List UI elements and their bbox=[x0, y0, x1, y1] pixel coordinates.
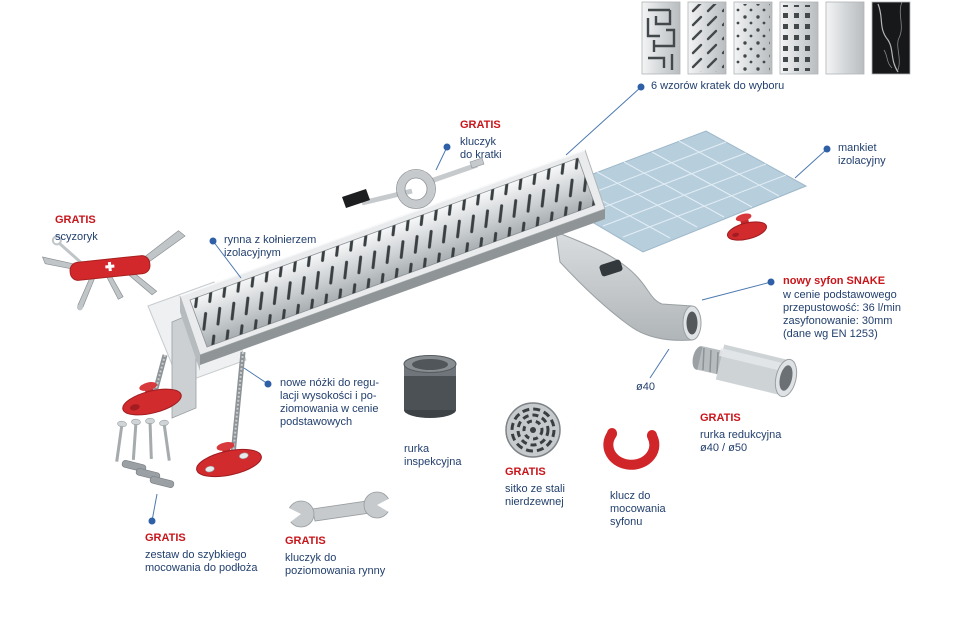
inspection-tube-image bbox=[403, 355, 457, 418]
callout-syphon-wrench: klucz do mocowania syfonu bbox=[610, 490, 666, 529]
gratis-badge: GRATIS bbox=[505, 466, 546, 478]
strainer-label: sitko ze stali nierdzewnej bbox=[505, 483, 565, 508]
grate-patterns-label: 6 wzorów kratek do wyboru bbox=[651, 80, 785, 92]
callout-inspection-tube: rurka inspekcyjna bbox=[404, 443, 461, 469]
syphon-wrench-image bbox=[603, 428, 660, 470]
callout-mounting-set: GRATIS zestaw do szybkiego mocowania do … bbox=[145, 532, 258, 575]
gratis-badge: GRATIS bbox=[285, 535, 326, 547]
pocket-knife-image bbox=[41, 230, 186, 311]
feet-label: nowe nóżki do regu- lacji wysokości i po… bbox=[280, 377, 380, 428]
callout-grate-key: GRATIS kluczyk do kratki bbox=[460, 119, 502, 162]
callout-diameter: ø40 bbox=[636, 381, 655, 394]
callout-leveling-wrench: GRATIS kluczyk do poziomowania rynny bbox=[285, 535, 385, 578]
callout-dot bbox=[443, 143, 451, 151]
grate-pattern-diagonal-slots bbox=[687, 1, 727, 75]
grate-pattern-dots bbox=[733, 1, 773, 75]
grate-slots bbox=[190, 158, 595, 347]
gratis-badge: GRATIS bbox=[460, 119, 501, 131]
callout-feet: nowe nóżki do regu- lacji wysokości i po… bbox=[280, 377, 379, 429]
gratis-badge: GRATIS bbox=[55, 214, 96, 226]
callout-mankiet: mankiet izolacyjny bbox=[838, 142, 886, 168]
callout-syphon: nowy syfon SNAKE w cenie podstawowego pr… bbox=[783, 275, 901, 341]
inspection-tube-label: rurka inspekcyjna bbox=[404, 443, 462, 468]
syphon-wrench-label: klucz do mocowania syfonu bbox=[610, 490, 666, 528]
grate-key-label: kluczyk do kratki bbox=[460, 136, 502, 161]
leveling-wrench-image bbox=[283, 491, 397, 528]
reducer-tube-image bbox=[692, 344, 798, 398]
callout-dot bbox=[767, 278, 775, 286]
callout-dot bbox=[823, 145, 831, 153]
reducer-label: rurka redukcyjna ø40 / ø50 bbox=[700, 429, 782, 454]
grate-pattern-maze bbox=[641, 1, 681, 75]
callout-dot bbox=[209, 237, 217, 245]
grate-pattern-squares bbox=[779, 1, 819, 75]
callout-strainer: GRATIS sitko ze stali nierdzewnej bbox=[505, 466, 565, 509]
callout-dots bbox=[148, 83, 831, 525]
grate-pattern-thumbnails bbox=[641, 1, 911, 75]
strainer-image bbox=[505, 402, 561, 458]
mounting-set-image bbox=[115, 417, 175, 489]
callout-dot bbox=[264, 380, 272, 388]
height-adjust-feet bbox=[122, 311, 262, 478]
leveling-foot bbox=[726, 213, 768, 241]
syphon bbox=[555, 231, 702, 341]
gratis-badge: GRATIS bbox=[145, 532, 186, 544]
syphon-title: nowy syfon SNAKE bbox=[783, 275, 886, 287]
callout-reducer: GRATIS rurka redukcyjna ø40 / ø50 bbox=[700, 412, 781, 455]
channel-label: rynna z kołnierzem izolacyjnym bbox=[224, 234, 317, 259]
grate-key-image bbox=[342, 157, 485, 209]
syphon-body: w cenie podstawowego przepustowość: 36 l… bbox=[783, 289, 901, 340]
mankiet-label: mankiet izolacyjny bbox=[838, 142, 886, 167]
mounting-set-label: zestaw do szybkiego mocowania do podłoża bbox=[145, 549, 258, 574]
callout-channel: rynna z kołnierzem izolacyjnym bbox=[224, 234, 316, 260]
grate-pattern-plain bbox=[825, 1, 865, 75]
callout-dot bbox=[637, 83, 645, 91]
callout-pocket-knife: GRATIS scyzoryk bbox=[55, 214, 98, 244]
callout-grate-patterns: 6 wzorów kratek do wyboru bbox=[651, 80, 784, 93]
callout-dot bbox=[148, 517, 156, 525]
drain-channel bbox=[179, 149, 606, 371]
leader-lines bbox=[151, 86, 828, 522]
gratis-badge: GRATIS bbox=[700, 412, 741, 424]
syphon-logo bbox=[599, 259, 623, 277]
leveling-wrench-label: kluczyk do poziomowania rynny bbox=[285, 552, 386, 577]
grate-pattern-black-marble bbox=[871, 1, 911, 75]
pocket-knife-label: scyzoryk bbox=[55, 231, 98, 243]
diameter-label: ø40 bbox=[636, 381, 655, 393]
